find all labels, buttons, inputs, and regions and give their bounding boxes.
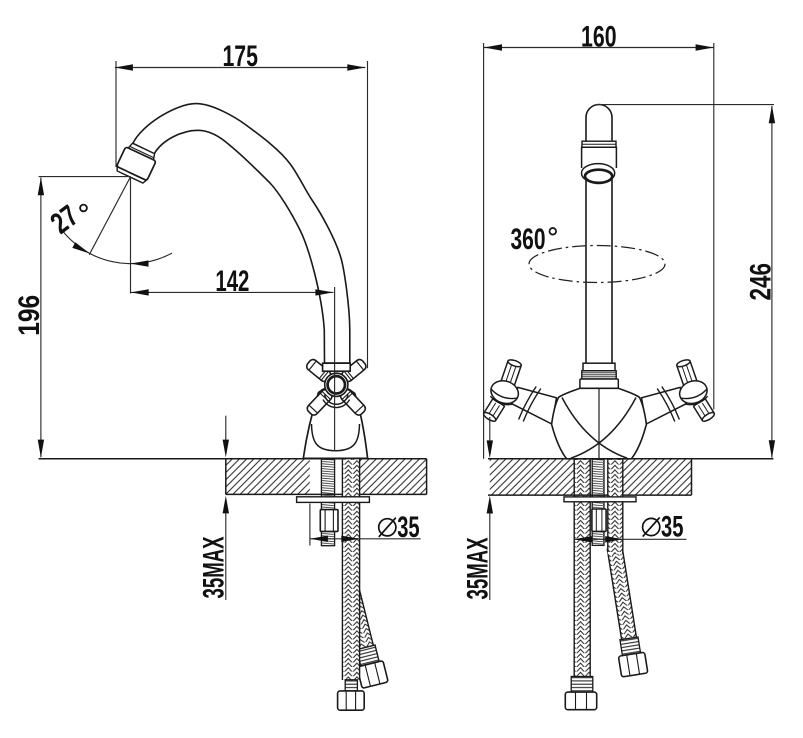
- svg-text:35MAX: 35MAX: [198, 537, 231, 599]
- svg-text:142: 142: [215, 265, 249, 298]
- svg-text:35: 35: [397, 511, 419, 544]
- svg-text:160: 160: [581, 20, 617, 53]
- svg-text:246: 246: [745, 263, 778, 301]
- svg-text:35: 35: [661, 511, 683, 544]
- svg-text:35MAX: 35MAX: [462, 538, 495, 600]
- svg-text:196: 196: [13, 295, 46, 336]
- svg-text:360: 360: [511, 223, 546, 256]
- svg-text:175: 175: [222, 40, 258, 73]
